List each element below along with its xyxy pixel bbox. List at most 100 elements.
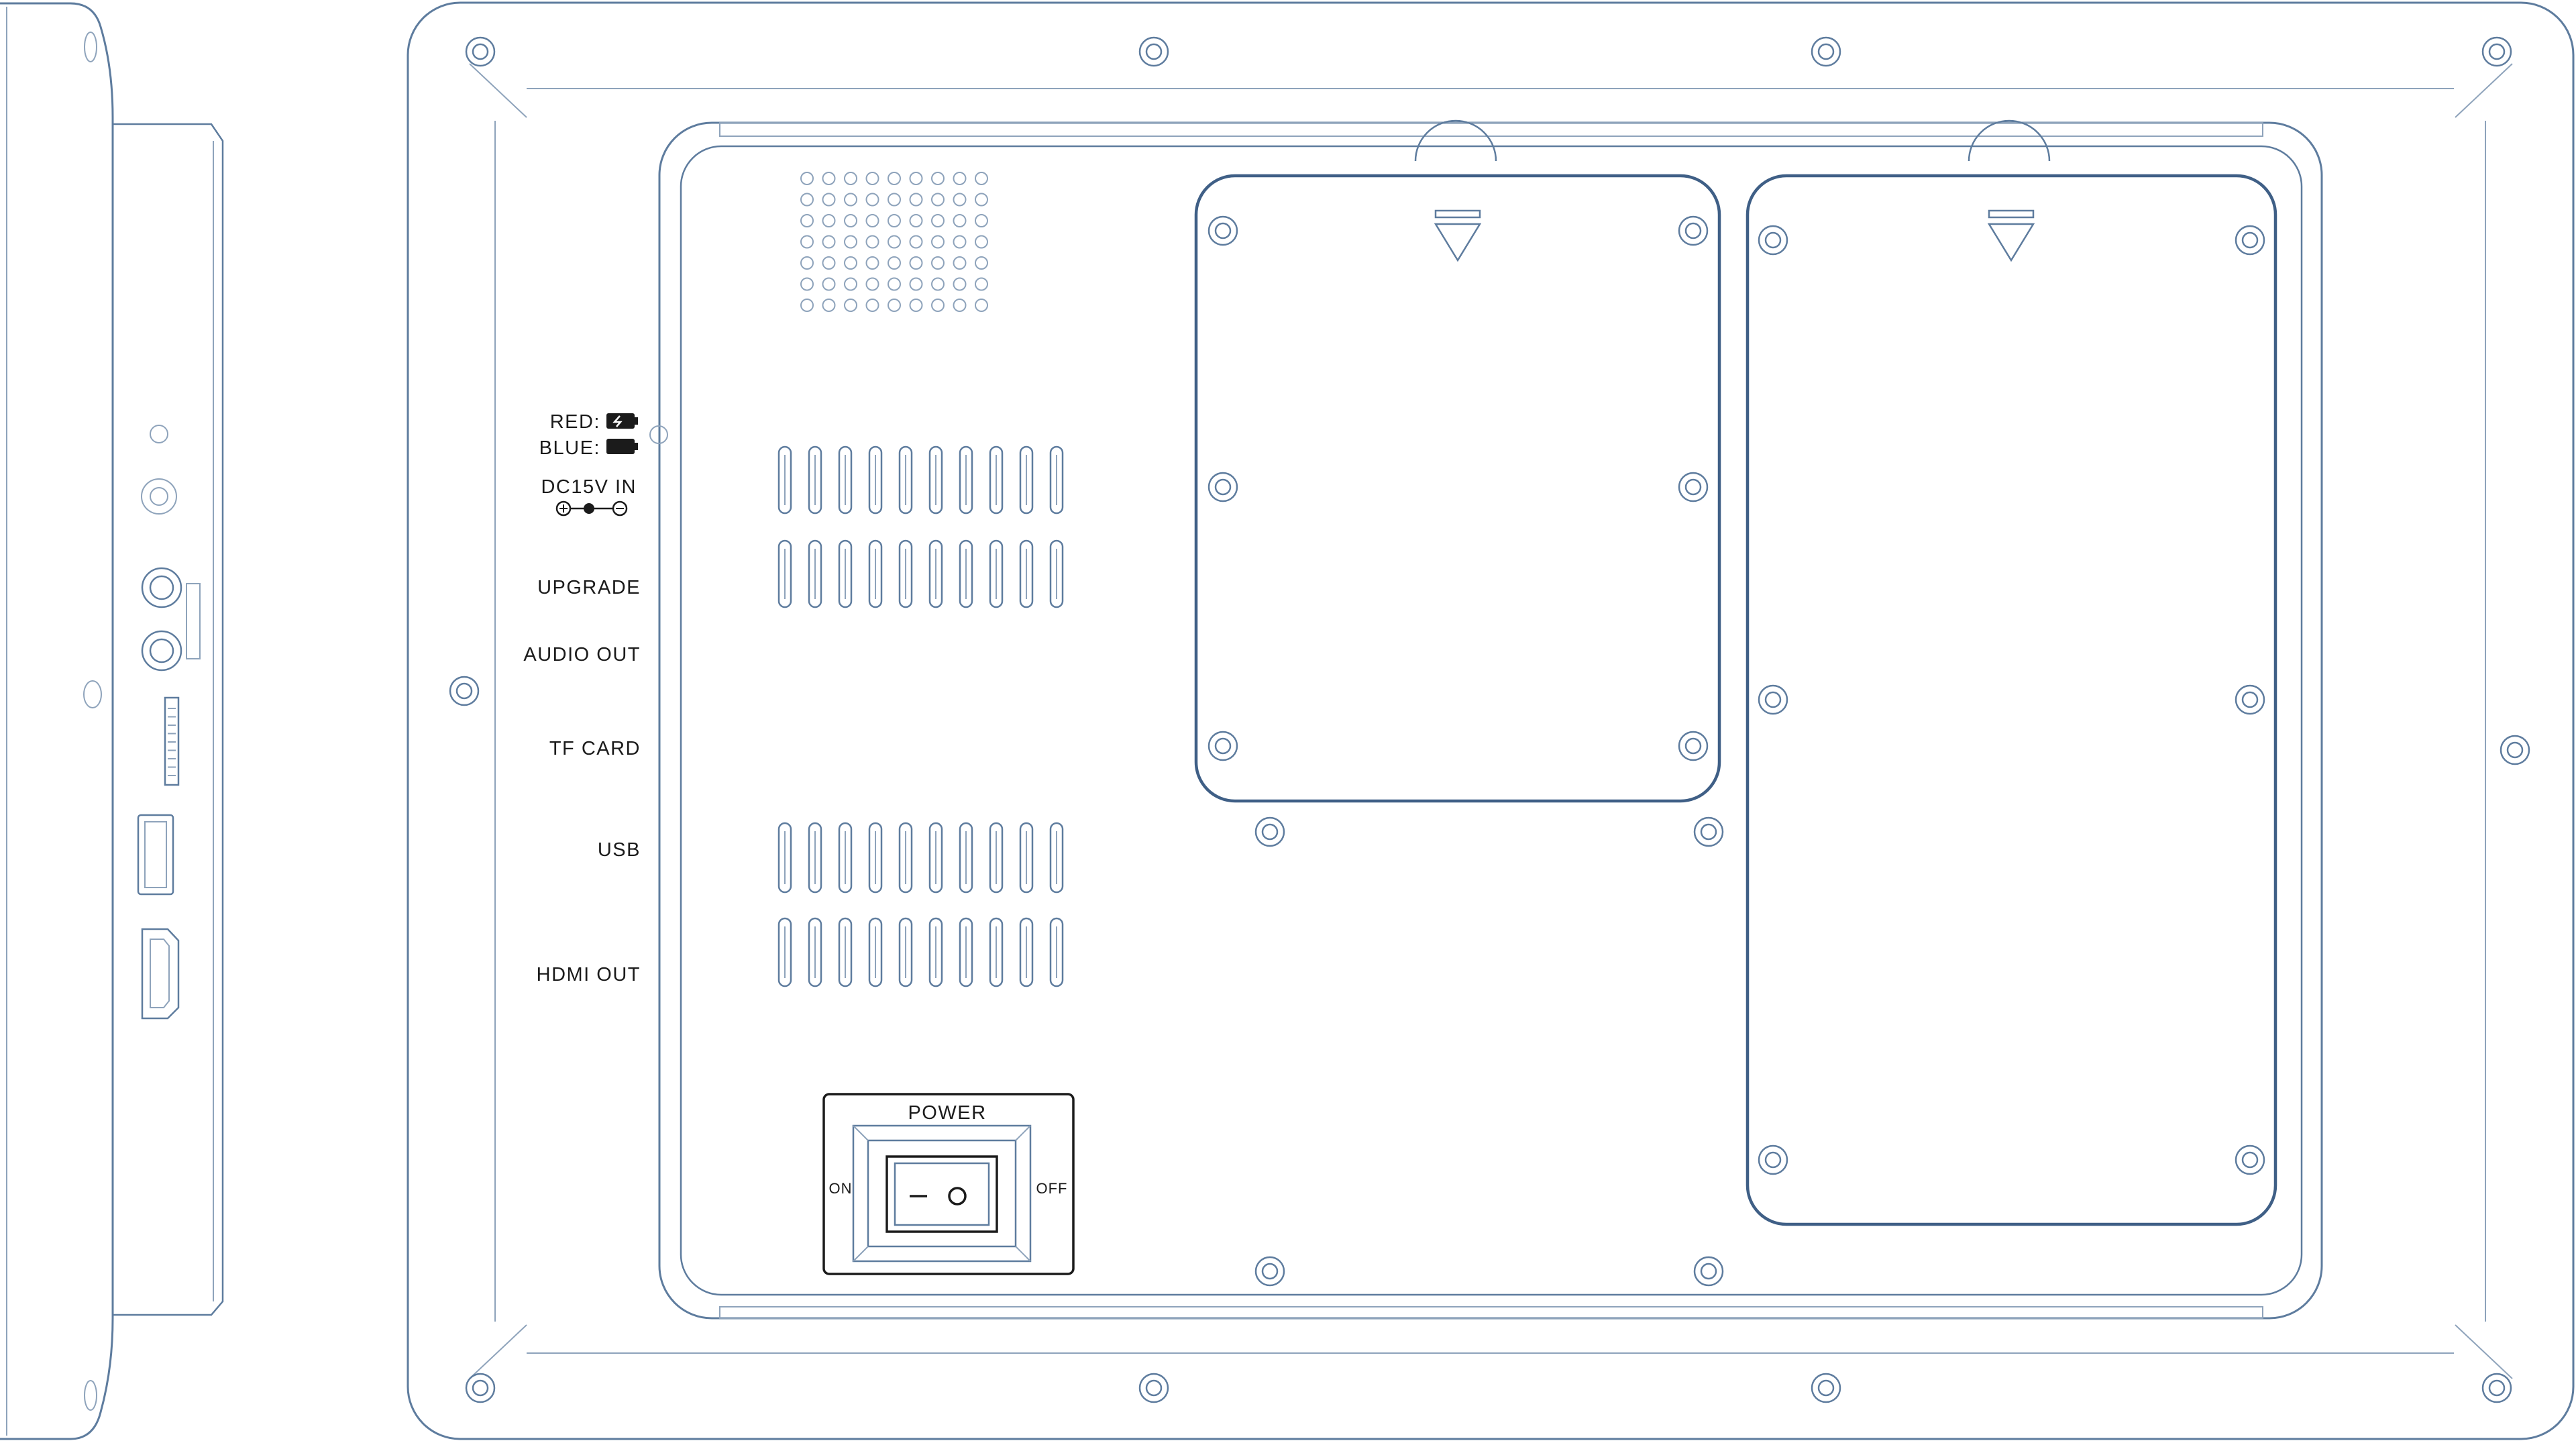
screw-icon [1208, 731, 1238, 761]
battery-full-icon [606, 439, 638, 454]
vent-slot [959, 822, 973, 894]
vent-slot [928, 822, 943, 894]
tf-card-slot[interactable] [164, 696, 180, 786]
speaker-hole [822, 299, 836, 312]
screw-icon [1811, 36, 1841, 67]
speaker-hole [909, 277, 923, 291]
speaker-hole [844, 172, 857, 185]
dc-jack[interactable] [141, 478, 177, 515]
speaker-hole [909, 256, 923, 270]
speaker-hole [909, 172, 923, 185]
screw-icon [465, 1373, 496, 1403]
speaker-hole [909, 235, 923, 249]
screw-icon [1208, 215, 1238, 246]
label-dc-in: DC15V IN [541, 476, 637, 498]
speaker-hole [953, 277, 967, 291]
speaker-hole [822, 277, 836, 291]
speaker-hole [844, 299, 857, 312]
screw-icon [1678, 731, 1709, 761]
vent-slot [868, 822, 883, 894]
speaker-hole [888, 235, 901, 249]
screw-icon [1811, 1373, 1841, 1403]
speaker-hole [931, 277, 945, 291]
vent-slot [868, 539, 883, 608]
speaker-hole [865, 193, 879, 207]
speaker-hole [953, 172, 967, 185]
vent-slot [777, 445, 792, 515]
speaker-hole [909, 193, 923, 207]
speaker-hole [822, 172, 836, 185]
screw-icon [1678, 472, 1709, 502]
speaker-hole [953, 193, 967, 207]
speaker-hole [975, 214, 988, 227]
vent-slot [777, 822, 792, 894]
speaker-hole [975, 172, 988, 185]
vent-slot [928, 917, 943, 987]
speaker-hole [975, 193, 988, 207]
hdmi-port[interactable] [141, 928, 180, 1020]
label-tf-card: TF CARD [549, 738, 641, 759]
vent-slot [1019, 822, 1034, 894]
screw-icon [1693, 1256, 1724, 1287]
vent-slot [898, 917, 913, 987]
screw-icon [2481, 1373, 2512, 1403]
upgrade-port[interactable] [141, 567, 182, 608]
slide-arrow-icon [1434, 209, 1482, 262]
vent-slot [838, 822, 853, 894]
audio-port[interactable] [141, 630, 182, 672]
speaker-hole [931, 172, 945, 185]
speaker-hole [909, 299, 923, 312]
vent-slot [838, 917, 853, 987]
screw-icon [2235, 1144, 2265, 1175]
vent-slot [989, 539, 1004, 608]
vent-slot [868, 917, 883, 987]
screw-icon [449, 676, 480, 706]
screw-icon [1254, 816, 1285, 847]
screw-icon [2481, 36, 2512, 67]
speaker-hole [953, 214, 967, 227]
vent-slot [928, 445, 943, 515]
label-usb: USB [598, 839, 641, 861]
vent-slot [989, 445, 1004, 515]
back-view: RED: BLUE: DC15V IN UPGRADE AUDIO OUT TF… [407, 1, 2575, 1440]
label-blue: BLUE: [539, 437, 600, 459]
vent-slot [1019, 445, 1034, 515]
screw-icon [1758, 225, 1788, 256]
battery-door-1[interactable] [1194, 174, 1721, 803]
speaker-hole [953, 299, 967, 312]
speaker-hole [800, 193, 814, 207]
vent-slot [808, 917, 822, 987]
vent-slot [959, 539, 973, 608]
dc-polarity-icon [555, 500, 628, 517]
vent-slot [1019, 917, 1034, 987]
vent-slot [838, 445, 853, 515]
vent-slots [777, 445, 1064, 987]
speaker-hole [800, 235, 814, 249]
vent-slot [1049, 917, 1064, 987]
label-audio-out: AUDIO OUT [523, 644, 641, 665]
speaker-hole [822, 235, 836, 249]
speaker-hole [844, 235, 857, 249]
speaker-hole [888, 277, 901, 291]
vent-slot [1019, 539, 1034, 608]
vent-slot [838, 539, 853, 608]
label-red: RED: [550, 411, 600, 433]
speaker-hole [975, 277, 988, 291]
speaker-hole [909, 214, 923, 227]
power-switch[interactable] [822, 1093, 1075, 1275]
speaker-hole [975, 256, 988, 270]
screw-icon [1693, 816, 1724, 847]
vent-slot [989, 822, 1004, 894]
battery-door-2[interactable] [1746, 174, 2277, 1226]
speaker-hole [800, 299, 814, 312]
vent-slot [1049, 822, 1064, 894]
vent-slot [808, 539, 822, 608]
speaker-hole [844, 214, 857, 227]
screw-icon [1138, 1373, 1169, 1403]
side-view [0, 2, 224, 1440]
screw-icon [465, 36, 496, 67]
screw-icon [2235, 684, 2265, 715]
vent-slot [868, 445, 883, 515]
usb-port[interactable] [137, 814, 174, 896]
